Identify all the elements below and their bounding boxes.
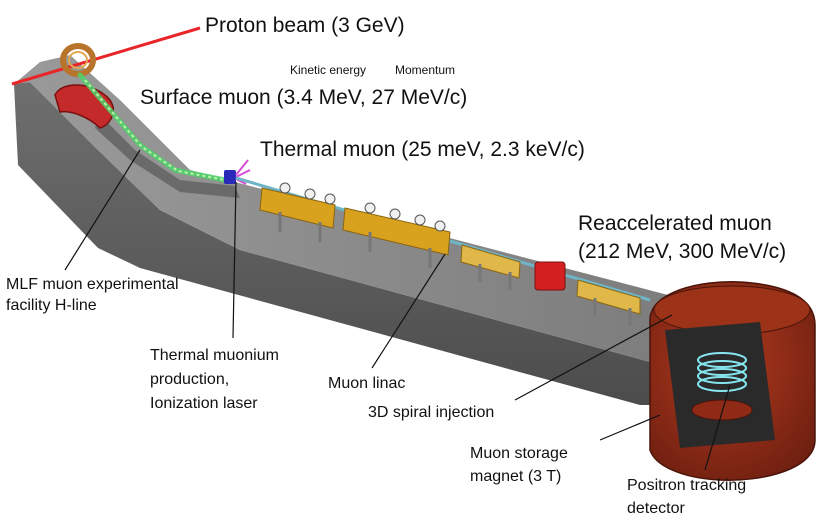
linac-module-4 — [576, 279, 641, 315]
linac-module-3 — [460, 244, 521, 279]
label-mlf-2: facility H-line — [6, 297, 97, 314]
positron-detector-vanes — [697, 352, 747, 392]
label-thermal-muonium-1: Thermal muonium — [150, 347, 279, 364]
label-storage-magnet-1: Muon storage — [470, 445, 568, 462]
concrete-tunnel — [14, 55, 668, 405]
linac-module-2 — [342, 207, 451, 256]
muon-linac — [259, 182, 641, 326]
label-positron-1: Positron tracking — [627, 477, 747, 494]
buncher-box — [534, 261, 566, 291]
label-reaccelerated-muon-1: Reaccelerated muon — [578, 212, 772, 235]
label-reaccelerated-muon-2: (212 MeV, 300 MeV/c) — [578, 240, 787, 263]
label-kinetic-energy: Kinetic energy — [290, 63, 367, 77]
label-storage-magnet-2: magnet (3 T) — [470, 468, 562, 485]
storage-magnet — [649, 281, 816, 481]
label-surface-muon: Surface muon (3.4 MeV, 27 MeV/c) — [140, 86, 468, 109]
label-thermal-muon: Thermal muon (25 meV, 2.3 keV/c) — [260, 138, 585, 161]
label-thermal-muonium-2: production, — [150, 371, 230, 388]
label-proton-beam: Proton beam (3 GeV) — [205, 14, 405, 37]
tunnel-front-face — [14, 82, 650, 405]
label-muon-linac: Muon linac — [328, 375, 406, 392]
proton-beam-line — [11, 26, 201, 86]
label-thermal-muonium-3: Ionization laser — [150, 395, 258, 412]
label-positron-2: detector — [627, 500, 685, 517]
label-mlf-1: MLF muon experimental — [6, 276, 179, 293]
beam-channel — [95, 115, 240, 198]
label-momentum: Momentum — [395, 63, 456, 77]
leader-lines — [64, 149, 731, 471]
tunnel-top-face — [14, 55, 668, 362]
label-spiral-injection: 3D spiral injection — [368, 404, 495, 421]
